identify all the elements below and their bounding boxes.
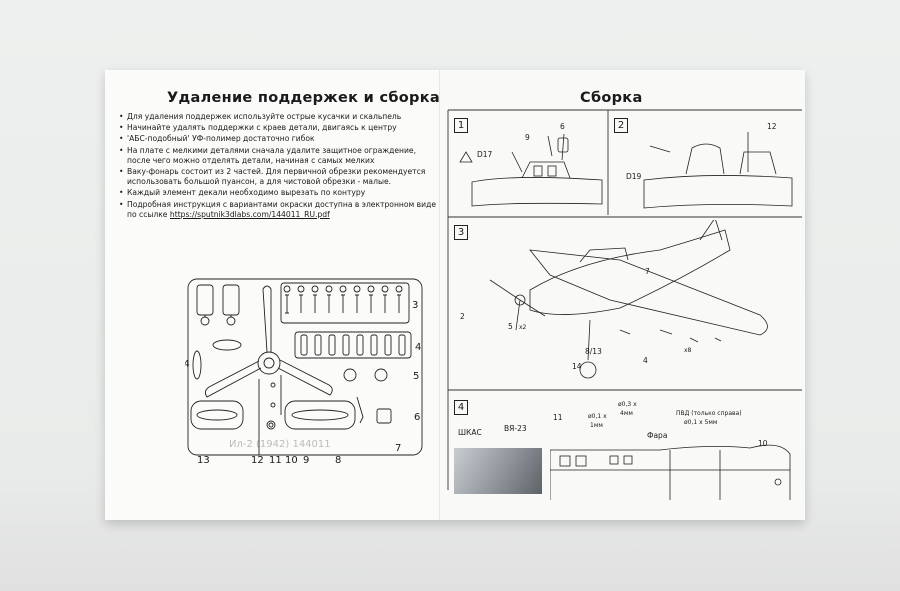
sprue-label: 14 [185, 359, 190, 370]
sprue-label: 11 [269, 455, 282, 465]
sprue-label: 1 [219, 275, 225, 277]
sprue-label: 12 [251, 455, 264, 465]
sprue-label: 6 [414, 412, 420, 423]
step-4-label: ø0,1 x 5мм [684, 419, 718, 426]
step-3-label: x2 [519, 324, 527, 331]
list-item: Ваку-фонарь состоит из 2 частей. Для пер… [119, 167, 437, 187]
step-4-number: 4 [454, 400, 468, 415]
sprue-label: 3 [412, 300, 418, 311]
step-1-label: 9 [525, 133, 530, 142]
pdf-link[interactable]: https://sputnik3dlabs.com/144011_RU.pdf [169, 209, 330, 219]
left-page-title: Удаление поддержек и сборка [167, 90, 440, 106]
sprue-imprint: Ил-2 (1942) 144011 [229, 439, 331, 450]
sprue-label: 4 [415, 342, 421, 353]
right-page: Сборка 1 D17 9 6 2 [440, 70, 805, 520]
step-3-label: 4 [643, 356, 648, 365]
sprue-label: 5 [413, 371, 419, 382]
sprue-label: 7 [395, 443, 401, 454]
sprue-label: 8 [335, 455, 341, 465]
sprue-label: 2 [263, 275, 269, 277]
step-4-label: 1мм [590, 422, 603, 429]
step-1-number: 1 [454, 118, 468, 133]
list-item: Начинайте удалять поддержки с краев дета… [119, 123, 437, 133]
step-1-label: D17 [477, 150, 493, 159]
step-3-diagram [489, 220, 768, 379]
step-1-label: 6 [560, 122, 565, 131]
step-3-label: 8/13 [585, 347, 602, 356]
step-2-number: 2 [614, 118, 628, 133]
list-item-text: Подробная инструкция с вариантами окраск… [127, 199, 437, 219]
step-1-diagram [459, 133, 603, 207]
step-4-label: 10 [758, 439, 768, 448]
sprue-label: 13 [197, 455, 210, 465]
sprue-diagram: Ил-2 (1942) 144011 1 2 3 4 5 6 7 8 9 10 … [185, 275, 423, 465]
panel-dividers [447, 109, 802, 490]
step-3-number: 3 [454, 225, 468, 240]
step-3-label: 14 [572, 362, 582, 371]
gun-photo [454, 448, 542, 494]
step-4-label: 11 [553, 413, 563, 422]
step-4-label: ø0,3 x [618, 401, 637, 408]
step-2-label: D19 [626, 172, 642, 181]
list-item: Для удаления поддержек используйте остры… [119, 112, 437, 122]
instruction-booklet: Удаление поддержек и сборка Для удаления… [105, 70, 805, 520]
step-4-label: 4мм [620, 410, 633, 417]
step-3-label: 2 [460, 312, 465, 321]
list-item: Подробная инструкция с вариантами окраск… [119, 200, 437, 220]
step-4-label: ø0,1 x [588, 413, 607, 420]
step-3-label: x8 [684, 347, 692, 354]
list-item: Каждый элемент декали необходимо вырезат… [119, 188, 437, 198]
right-page-title: Сборка [580, 90, 643, 106]
list-item: 'АБС-подобный' УФ-полимер достаточно гиб… [119, 134, 437, 144]
step-2-label: 12 [767, 122, 777, 131]
step-4-diagram [550, 444, 791, 500]
step-3-label: 5 [508, 322, 513, 331]
step-4-label: ПВД (только справа) [676, 410, 742, 417]
step-4-label: ШКАС [458, 428, 482, 437]
step-3-label: 7 [645, 267, 650, 276]
left-page: Удаление поддержек и сборка Для удаления… [105, 70, 440, 520]
step-2-diagram [643, 132, 793, 209]
sprue-label: 10 [285, 455, 298, 465]
list-item: На плате с мелкими деталями сначала удал… [119, 146, 437, 166]
step-4-label: Фара [647, 431, 668, 440]
sprue-label: 9 [303, 455, 309, 465]
instruction-list: Для удаления поддержек используйте остры… [119, 112, 437, 221]
step-4-label: ВЯ-23 [504, 424, 527, 433]
